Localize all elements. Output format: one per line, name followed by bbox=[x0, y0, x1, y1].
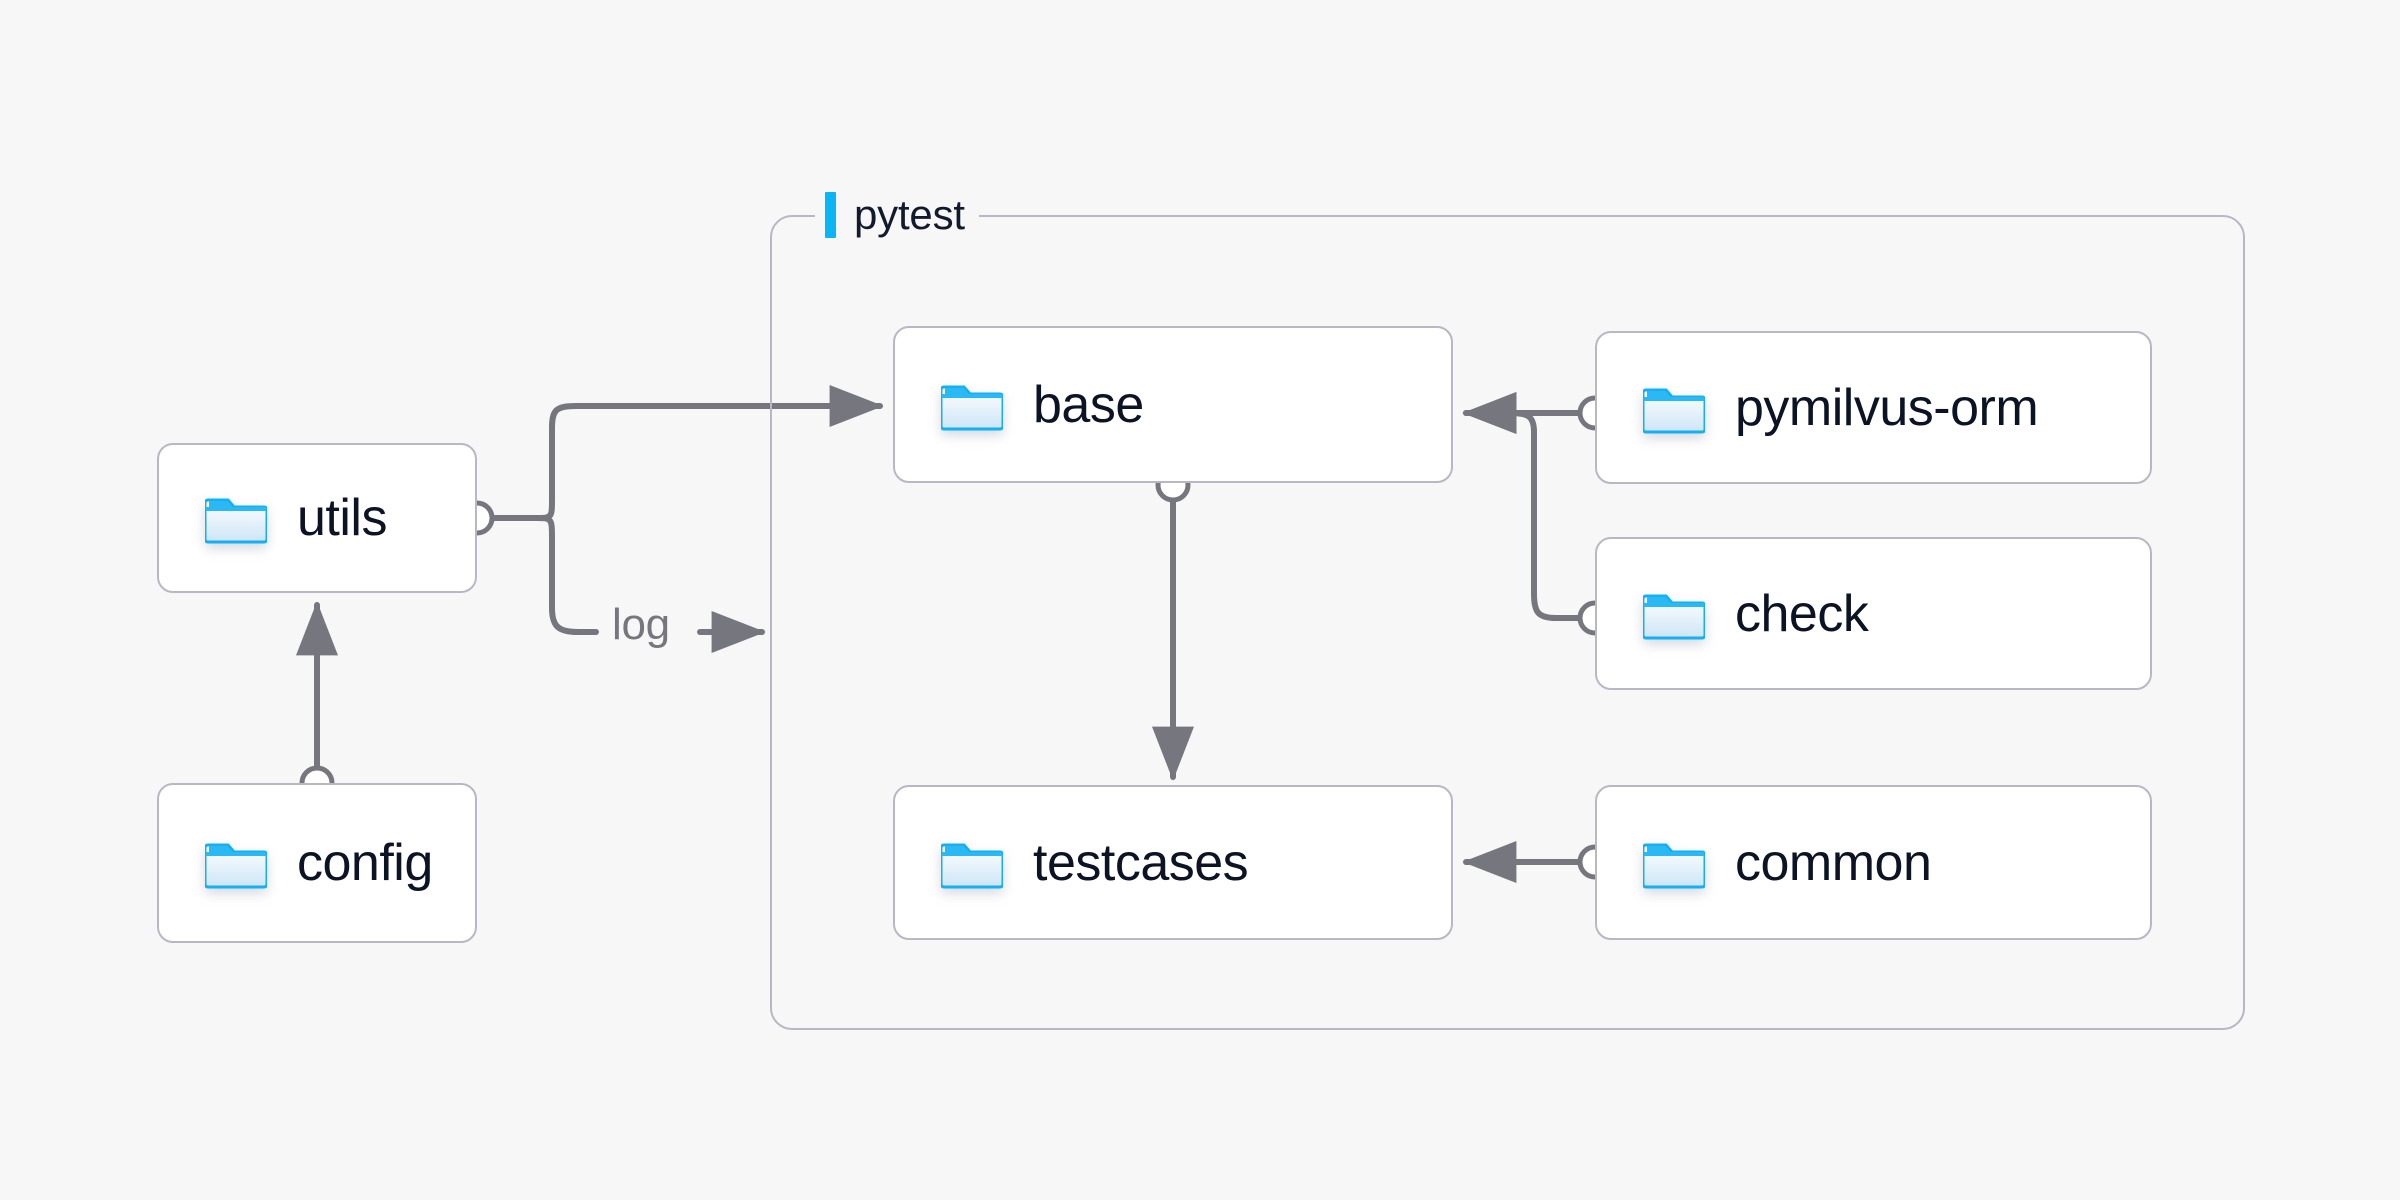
node-pymilvus-orm[interactable]: pymilvus-orm bbox=[1595, 331, 2152, 484]
node-config[interactable]: config bbox=[157, 783, 477, 943]
node-base-label: base bbox=[1033, 375, 1144, 434]
folder-icon bbox=[205, 843, 267, 889]
vertical-bar-accent-icon bbox=[825, 192, 836, 238]
group-pytest[interactable] bbox=[770, 215, 2245, 1030]
node-check-label: check bbox=[1735, 584, 1869, 643]
folder-icon bbox=[1643, 594, 1705, 639]
edge-utils-to-pytest-log bbox=[533, 515, 599, 635]
node-pymilvus-orm-label: pymilvus-orm bbox=[1735, 378, 2039, 437]
node-utils[interactable]: utils bbox=[157, 443, 477, 593]
folder-icon bbox=[1643, 843, 1705, 888]
folder-icon bbox=[941, 843, 1003, 888]
edge-label-log: log bbox=[600, 600, 682, 650]
group-pytest-label[interactable]: pytest bbox=[815, 188, 979, 242]
node-testcases[interactable]: testcases bbox=[893, 785, 1453, 940]
folder-icon bbox=[1643, 388, 1705, 433]
node-testcases-label: testcases bbox=[1033, 833, 1249, 892]
node-check[interactable]: check bbox=[1595, 537, 2152, 690]
folder-icon bbox=[941, 385, 1003, 430]
node-base[interactable]: base bbox=[893, 326, 1453, 483]
node-common-label: common bbox=[1735, 833, 1932, 892]
node-config-label: config bbox=[297, 834, 433, 892]
folder-icon bbox=[205, 498, 267, 544]
node-utils-label: utils bbox=[297, 489, 387, 547]
group-pytest-title: pytest bbox=[854, 191, 965, 238]
node-common[interactable]: common bbox=[1595, 785, 2152, 940]
